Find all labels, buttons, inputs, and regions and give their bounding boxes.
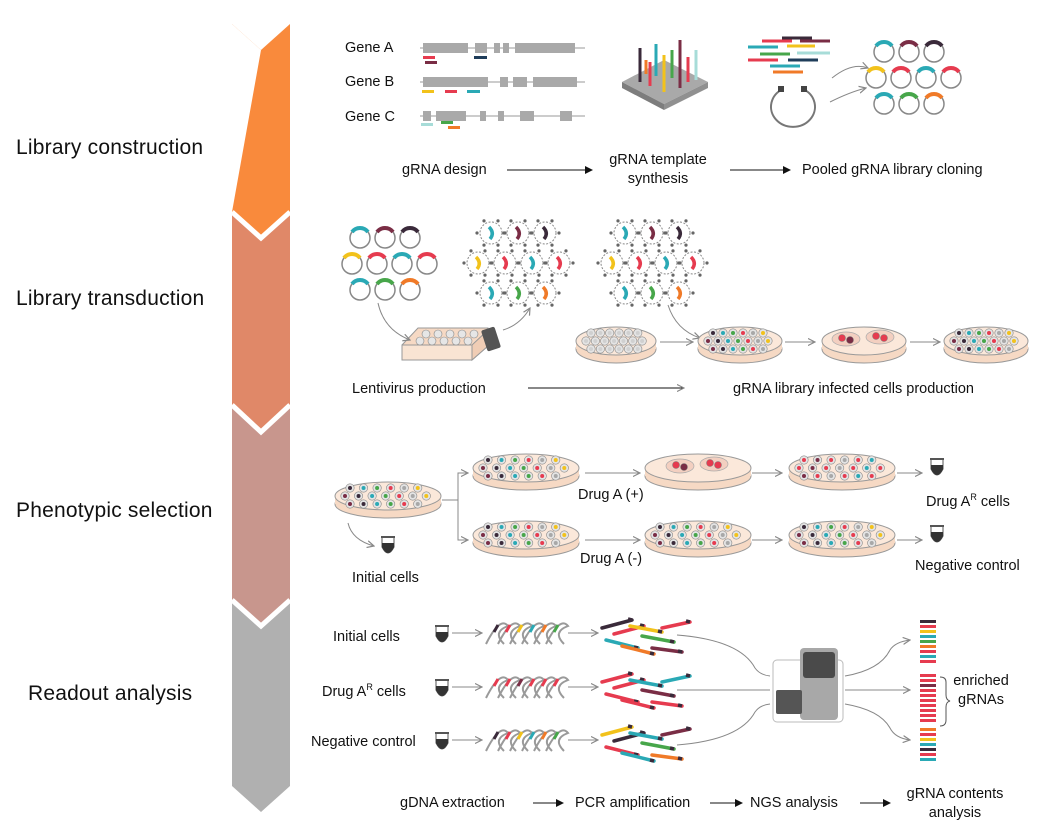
step-pooled-cloning: Pooled gRNA library cloning (802, 162, 983, 178)
stage-label-selection: Phenotypic selection (16, 499, 213, 522)
negative-control-label: Negative control (915, 558, 1020, 574)
stage-construction-chevron (232, 24, 290, 238)
step-gdna-extraction: gDNA extraction (400, 795, 505, 811)
transduction-dishes (575, 326, 1029, 364)
step-ngs: NGS analysis (750, 795, 838, 811)
initial-cells-label: Initial cells (352, 570, 419, 586)
virus-grid-2 (596, 219, 709, 307)
pooled-plasmids-transduction (341, 226, 438, 301)
culture-flask (401, 326, 501, 362)
stage-transduction-chevron (232, 212, 290, 432)
virus-grid-1 (462, 219, 575, 307)
resistant-cells-label: Drug AR cells (926, 492, 1010, 510)
stage-label-readout: Readout analysis (28, 682, 193, 705)
gene-tracks (420, 43, 585, 129)
step-template-line2: synthesis (627, 171, 689, 187)
selection-dishes (334, 453, 896, 558)
vector-plasmid (770, 88, 816, 128)
gene-c-label: Gene C (345, 109, 395, 125)
readout-resistant-label: Drug AR cells (322, 682, 406, 700)
drug-minus-label: Drug A (-) (580, 551, 643, 567)
enriched-line1: enriched (953, 673, 1009, 689)
readout-graphics (452, 617, 936, 763)
stage-label-transduction: Library transduction (16, 287, 205, 310)
step-infected-cells: gRNA library infected cells production (733, 381, 974, 397)
drug-plus-label: Drug A (+) (578, 487, 644, 503)
step-pcr: PCR amplification (575, 795, 691, 811)
oligo-pool (748, 36, 830, 74)
step-contents-line2: analysis (928, 805, 982, 821)
stage-readout-chevron (232, 600, 290, 812)
stage-selection-chevron (232, 405, 290, 626)
step-contents-line1: gRNA contents (906, 786, 1004, 802)
ngs-sequencer (772, 648, 844, 723)
readout-negative-label: Negative control (311, 734, 416, 750)
step-lentivirus: Lentivirus production (352, 381, 486, 397)
synthesis-chip (622, 40, 708, 110)
gene-a-label: Gene A (345, 40, 394, 56)
pooled-plasmids-construction (865, 40, 962, 115)
readout-initial-label: Initial cells (333, 629, 400, 645)
gene-b-label: Gene B (345, 74, 395, 90)
step-template-line1: gRNA template (609, 152, 707, 168)
stage-label-construction: Library construction (16, 136, 204, 159)
sample-tubes (381, 458, 944, 750)
enriched-line2: gRNAs (958, 692, 1004, 708)
step-grna-design: gRNA design (402, 162, 487, 178)
